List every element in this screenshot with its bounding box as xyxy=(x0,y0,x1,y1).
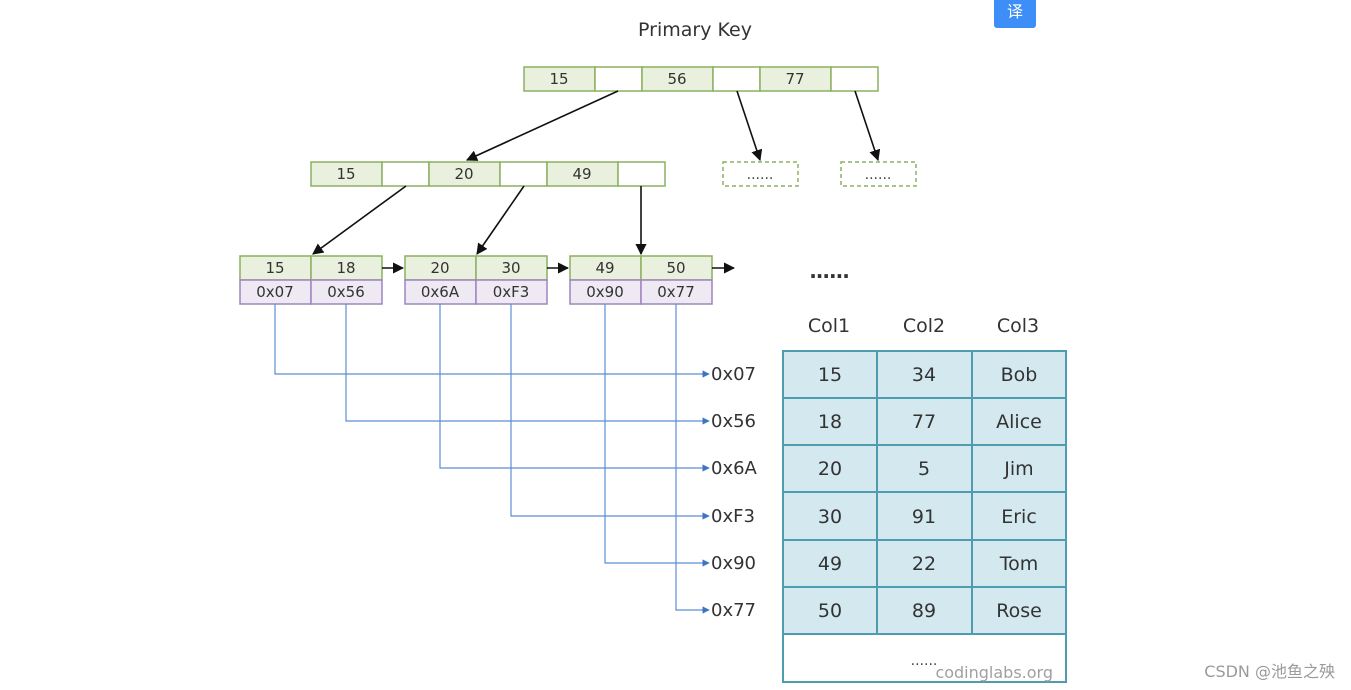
leaf-key: 49 xyxy=(595,259,614,277)
csdn-watermark: CSDN @池鱼之殃 xyxy=(1204,662,1335,681)
internal-node: 15 20 49 xyxy=(310,161,666,187)
table-row: 49 22 Tom xyxy=(818,553,1038,575)
table-cell: 22 xyxy=(912,553,936,575)
leaf-pointer: 0xF3 xyxy=(493,283,530,301)
table-cell: 30 xyxy=(818,506,842,528)
root-node: 15 56 77 xyxy=(523,66,879,92)
leaf-pointer: 0x77 xyxy=(657,283,695,301)
leaf-node: 49 50 0x90 0x77 xyxy=(569,255,713,305)
table-cell: 91 xyxy=(912,506,936,528)
root-key: 15 xyxy=(549,70,568,88)
leaf-node: 20 30 0x6A 0xF3 xyxy=(404,255,548,305)
table-row: 15 34 Bob xyxy=(818,364,1037,386)
leaf-node: 15 18 0x07 0x56 xyxy=(239,255,383,305)
tree-arrows xyxy=(312,90,881,256)
table-cell: Tom xyxy=(999,553,1039,575)
site-watermark: codinglabs.org xyxy=(935,663,1053,682)
table-row: 50 89 Rose xyxy=(818,600,1042,622)
root-key: 77 xyxy=(785,70,804,88)
table-cell: 15 xyxy=(818,364,842,386)
table-cell: 77 xyxy=(912,411,936,433)
placeholder-dots: ...... xyxy=(865,167,892,183)
placeholder-dots: ...... xyxy=(747,167,774,183)
table-header: Col2 xyxy=(903,315,945,337)
row-address: 0xF3 xyxy=(711,506,755,527)
translate-button[interactable]: 译 xyxy=(994,0,1036,28)
table-header: Col1 xyxy=(808,315,850,337)
row-address: 0x77 xyxy=(711,600,756,621)
table-cell: 20 xyxy=(818,458,842,480)
table-cell: 50 xyxy=(818,600,842,622)
table-cell: 34 xyxy=(912,364,936,386)
table-cell: Rose xyxy=(996,600,1042,622)
row-address: 0x90 xyxy=(711,553,756,574)
leaf-key: 20 xyxy=(430,259,449,277)
table-cell: 49 xyxy=(818,553,842,575)
placeholder-node: ...... xyxy=(722,161,799,187)
leaf-pointer: 0x56 xyxy=(327,283,365,301)
table-cell: 5 xyxy=(918,458,930,480)
placeholder-node: ...... xyxy=(840,161,917,187)
table-row: 20 5 Jim xyxy=(818,458,1034,480)
internal-key: 49 xyxy=(572,165,591,183)
internal-key: 15 xyxy=(336,165,355,183)
table-header: Col3 xyxy=(997,315,1039,337)
leaf-pointer: 0x07 xyxy=(256,283,294,301)
table-cell: Alice xyxy=(996,411,1042,433)
row-pointer-lines xyxy=(274,304,710,614)
table-cell: 18 xyxy=(818,411,842,433)
leaf-key: 15 xyxy=(265,259,284,277)
data-table: 15 34 Bob 18 77 Alice 20 5 Jim 30 91 Eri… xyxy=(782,350,1067,683)
table-cell: Eric xyxy=(1001,506,1037,528)
table-cell: Jim xyxy=(1003,458,1033,480)
row-address: 0x07 xyxy=(711,364,756,385)
root-key: 56 xyxy=(667,70,686,88)
diagram-title: Primary Key xyxy=(638,19,752,41)
table-row: 18 77 Alice xyxy=(818,411,1042,433)
leaf-pointer: 0x90 xyxy=(586,283,624,301)
table-cell: 89 xyxy=(912,600,936,622)
row-address: 0x6A xyxy=(711,458,758,479)
internal-key: 20 xyxy=(454,165,473,183)
more-leaves-dots: ...... xyxy=(809,259,849,283)
leaf-key: 18 xyxy=(336,259,355,277)
leaf-key: 50 xyxy=(666,259,685,277)
row-address: 0x56 xyxy=(711,411,756,432)
table-cell: Bob xyxy=(1001,364,1038,386)
leaf-key: 30 xyxy=(501,259,520,277)
more-rows-dots: ...... xyxy=(911,653,938,669)
table-row: 30 91 Eric xyxy=(818,506,1037,528)
leaf-pointer: 0x6A xyxy=(421,283,460,301)
